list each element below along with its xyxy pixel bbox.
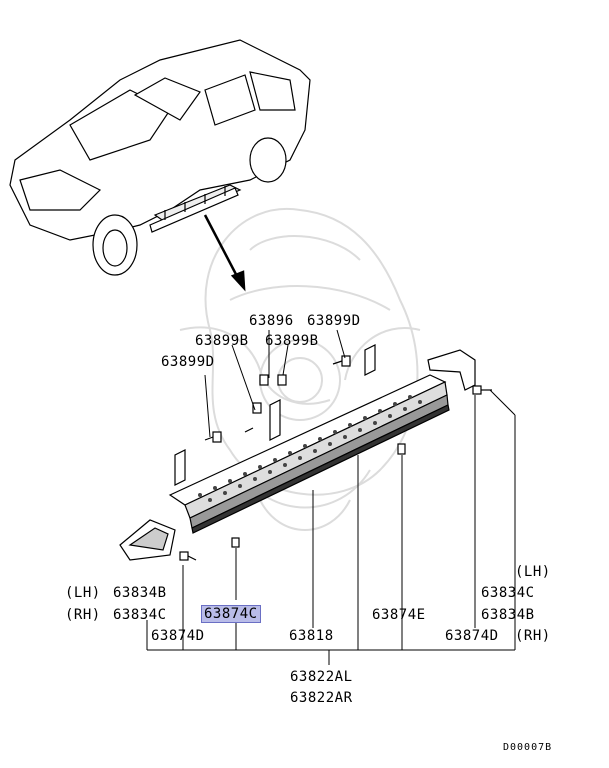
part-label-63874d-left: 63874D xyxy=(151,628,205,644)
part-label-63818: 63818 xyxy=(289,628,334,644)
end-cap-right xyxy=(427,349,476,391)
leader-lines xyxy=(146,329,516,665)
vehicle-icon xyxy=(9,39,311,276)
part-label-63822al: 63822AL xyxy=(290,669,353,685)
part-label-63899d-top: 63899D xyxy=(307,313,361,329)
part-label-63834b-left: 63834B xyxy=(113,585,167,601)
part-label-63899d-left: 63899D xyxy=(161,354,215,370)
step-tread-pattern xyxy=(198,395,422,502)
part-label-63874c-highlighted[interactable]: 63874C xyxy=(201,605,261,623)
step-board xyxy=(168,374,447,506)
side-label-lh-left: (LH) xyxy=(65,585,101,601)
side-label-rh-left: (RH) xyxy=(65,607,101,623)
side-label-rh-right: (RH) xyxy=(515,628,551,644)
part-label-63822ar: 63822AR xyxy=(290,690,353,706)
bolt-icon xyxy=(179,355,492,561)
direction-arrow xyxy=(203,214,246,292)
part-label-63834c-left: 63834C xyxy=(113,607,167,623)
side-label-lh-right: (LH) xyxy=(515,564,551,580)
diagram-code: D00007B xyxy=(503,742,553,753)
bracket xyxy=(269,399,281,441)
part-label-63874e: 63874E xyxy=(372,607,426,623)
bracket xyxy=(174,449,186,486)
part-label-63874d-right: 63874D xyxy=(445,628,499,644)
bracket xyxy=(364,344,376,376)
part-label-63834c-right: 63834C xyxy=(481,585,535,601)
part-label-63899b-right: 63899B xyxy=(265,333,319,349)
part-label-63899b-left: 63899B xyxy=(195,333,249,349)
part-label-63896: 63896 xyxy=(249,313,294,329)
side-step-assembly xyxy=(119,344,492,561)
part-label-63834b-right: 63834B xyxy=(481,607,535,623)
